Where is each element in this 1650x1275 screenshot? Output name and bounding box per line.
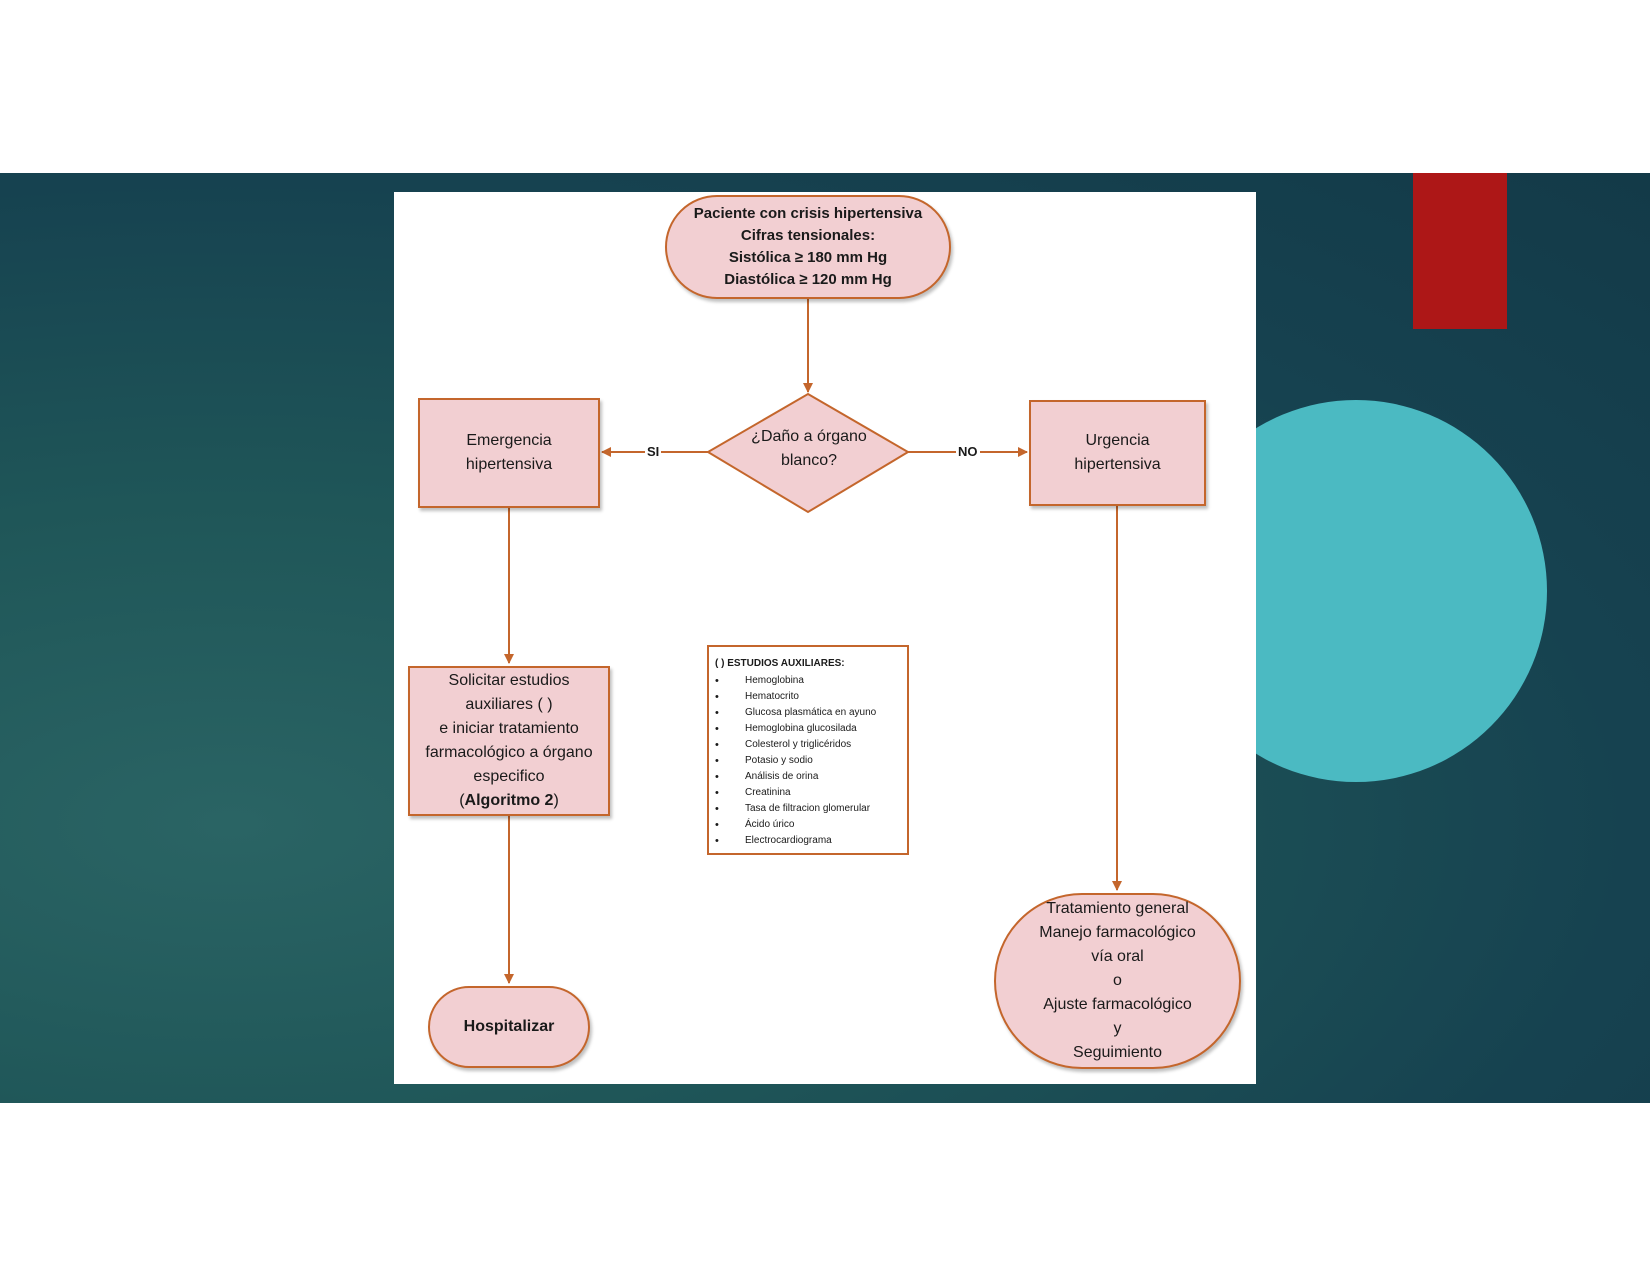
- urgency-node: Urgencia hipertensiva: [1029, 400, 1206, 506]
- red-accent-rectangle: [1413, 173, 1507, 329]
- treatment-node-text: Tratamiento general Manejo farmacológico…: [1039, 900, 1196, 1061]
- edge-label-no: NO: [956, 444, 980, 460]
- request-studies-close-text: ): [553, 792, 559, 809]
- list-item: Electrocardiograma: [715, 833, 901, 849]
- request-studies-node: Solicitar estudios auxiliares ( ) e inic…: [408, 666, 610, 816]
- list-item: Creatinina: [715, 785, 901, 801]
- emergency-node: Emergencia hipertensiva: [418, 398, 600, 508]
- list-item: Potasio y sodio: [715, 753, 901, 769]
- list-item: Hematocrito: [715, 689, 901, 705]
- start-node-text: Paciente con crisis hipertensiva Cifras …: [693, 205, 923, 288]
- list-item: Hemoglobina: [715, 673, 901, 689]
- start-node: Paciente con crisis hipertensiva Cifras …: [665, 195, 951, 299]
- auxiliary-studies-title: ( ) ESTUDIOS AUXILIARES:: [715, 658, 845, 669]
- decision-text: ¿Daño a órgano blanco?: [751, 428, 867, 469]
- request-studies-text: Solicitar estudios auxiliares ( ) e inic…: [425, 669, 592, 813]
- list-item: Ácido úrico: [715, 817, 901, 833]
- auxiliary-studies-box: ( ) ESTUDIOS AUXILIARES: Hemoglobina Hem…: [707, 645, 909, 855]
- decision-diamond: [706, 392, 910, 514]
- flowchart-panel: Paciente con crisis hipertensiva Cifras …: [394, 192, 1256, 1084]
- hospitalize-node: Hospitalizar: [428, 986, 590, 1068]
- list-item: Colesterol y triglicéridos: [715, 737, 901, 753]
- edge-label-yes: SI: [645, 444, 662, 460]
- emergency-node-text: Emergencia hipertensiva: [465, 432, 553, 473]
- list-item: Glucosa plasmática en ayuno: [715, 705, 901, 721]
- list-item: Tasa de filtracion glomerular: [715, 801, 901, 817]
- treatment-node: Tratamiento general Manejo farmacológico…: [994, 893, 1241, 1069]
- auxiliary-studies-list: Hemoglobina Hematocrito Glucosa plasmáti…: [715, 673, 901, 849]
- request-studies-main-text: Solicitar estudios auxiliares ( ) e inic…: [425, 672, 593, 809]
- list-item: Análisis de orina: [715, 769, 901, 785]
- algorithm-2-reference: Algoritmo 2: [464, 792, 554, 809]
- list-item: Hemoglobina glucosilada: [715, 721, 901, 737]
- urgency-node-text: Urgencia hipertensiva: [1074, 432, 1161, 473]
- hospitalize-node-text: Hospitalizar: [463, 1018, 555, 1035]
